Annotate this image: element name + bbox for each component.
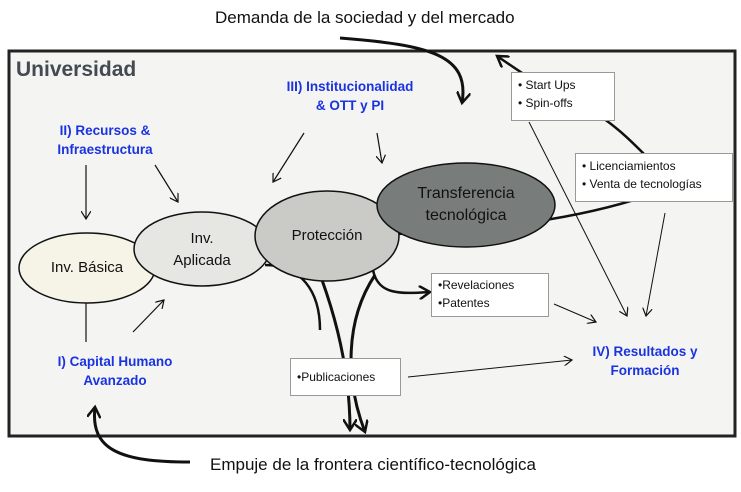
spinoffs-item: • Spin-offs — [518, 96, 573, 110]
driver-ii-line2: Infraestructura — [57, 142, 153, 157]
licencias-box: • Licenciamientos • Venta de tecnologías — [575, 153, 733, 202]
bottom-caption: Empuje de la frontera científico-tecnoló… — [210, 455, 537, 474]
proteccion-label: Protección — [291, 227, 363, 244]
pub-curve-1 — [320, 279, 350, 430]
transferencia-node — [376, 162, 556, 248]
inv-basica-label: Inv. Básica — [50, 259, 124, 276]
driver-i-line1: I) Capital Humano — [57, 354, 173, 369]
transferencia-line1: Transferencia — [417, 185, 515, 202]
driver-iv: IV) Resultados y Formación — [575, 342, 715, 380]
driver-iii-line1: III) Institucionalidad — [286, 79, 414, 94]
demand-arrow — [339, 36, 463, 103]
driver-iii-line2: & OTT y PI — [315, 98, 385, 113]
push-arrow — [94, 407, 191, 464]
inv-aplicada-label: Inv. Aplicada — [134, 228, 270, 272]
licencias-item: • Licenciamientos — [582, 159, 676, 173]
top-caption: Demanda de la sociedad y del mercado — [215, 8, 515, 27]
driver-i-line2: Avanzado — [83, 373, 147, 388]
publicaciones-box: •Publicaciones — [290, 358, 401, 396]
revelaciones-box: •Revelaciones •Patentes — [431, 273, 549, 317]
transferencia-label: Transferencia tecnológica — [377, 183, 555, 227]
driver-iv-line2: Formación — [610, 363, 680, 378]
startups-item: • Start Ups — [518, 78, 576, 92]
proteccion-node — [254, 190, 400, 282]
driver-ii: II) Recursos & Infraestructura — [40, 121, 170, 159]
startups-box: • Start Ups • Spin-offs — [511, 72, 615, 121]
patentes-item: •Patentes — [438, 296, 490, 310]
publicaciones-item: •Publicaciones — [297, 370, 376, 384]
inv-aplicada-line2: Aplicada — [173, 252, 231, 269]
driver-iv-line1: IV) Resultados y — [592, 344, 698, 359]
driver-iii: III) Institucionalidad & OTT y PI — [270, 77, 430, 115]
venta-item: • Venta de tecnologías — [582, 177, 702, 191]
revelaciones-item: •Revelaciones — [438, 278, 515, 292]
driver-ii-line1: II) Recursos & — [59, 123, 151, 138]
transferencia-line2: tecnológica — [425, 207, 507, 224]
pub-curve-2 — [349, 274, 377, 432]
frame-title: Universidad — [16, 58, 137, 81]
inv-aplicada-line1: Inv. — [190, 230, 214, 247]
patent-curve — [371, 269, 430, 293]
